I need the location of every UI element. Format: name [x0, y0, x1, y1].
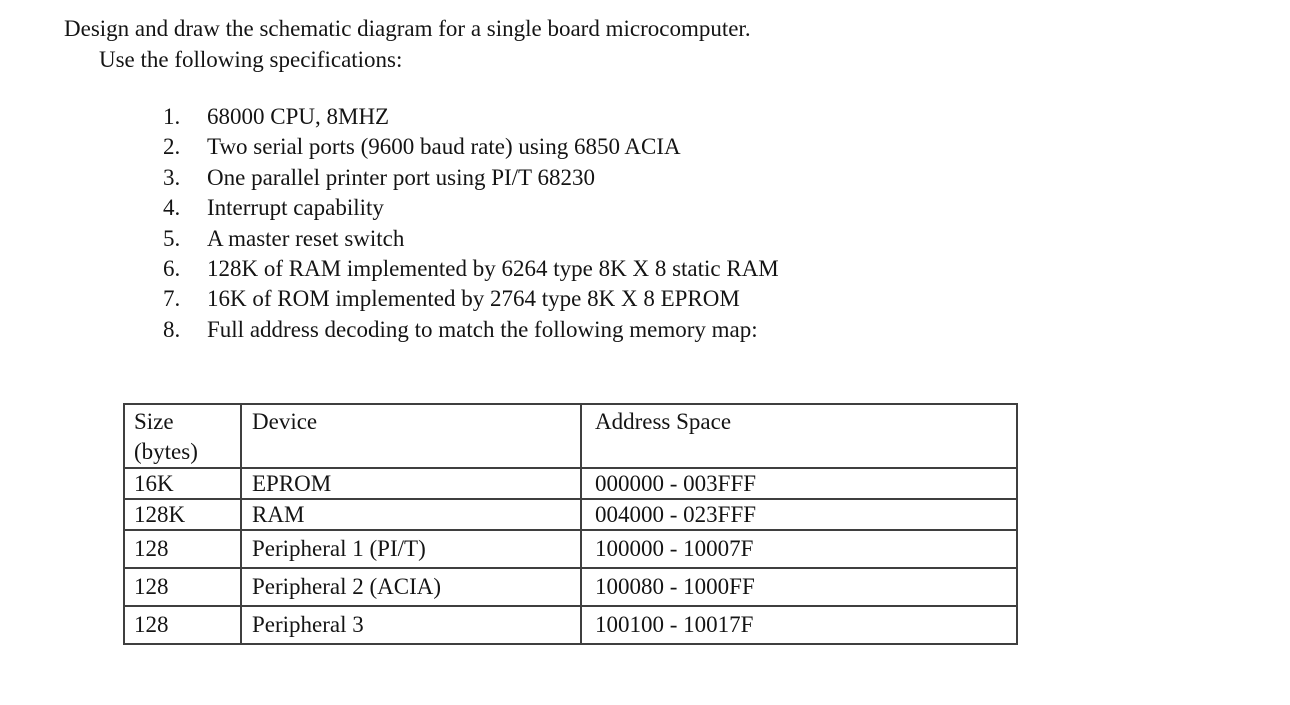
spec-item-8: 8. Full address decoding to match the fo…	[163, 315, 779, 345]
spec-item-number: 8.	[163, 316, 181, 342]
spec-list: 1. 68000 CPU, 8MHZ 2. Two serial ports (…	[163, 102, 779, 345]
cell-size: 128	[123, 529, 242, 569]
spec-item-text: 68000 CPU, 8MHZ	[207, 104, 390, 129]
spec-item-5: 5. A master reset switch	[163, 224, 779, 254]
cell-size: 128	[123, 605, 242, 645]
cell-address: 100100 - 10017F	[580, 605, 1018, 645]
header-address: Address Space	[580, 403, 1018, 469]
table-row: 128 Peripheral 3 100100 - 10017F	[123, 605, 1018, 645]
table-row: 128K RAM 004000 - 023FFF	[123, 498, 1018, 531]
spec-item-text: Interrupt capability	[207, 195, 384, 221]
spec-item-6: 6. 128K of RAM implemented by 6264 type …	[163, 254, 779, 284]
table-header-row: Size (bytes) Device Address Space	[123, 403, 1018, 469]
spec-item-number: 5.	[163, 225, 181, 251]
table-row: 128 Peripheral 2 (ACIA) 100080 - 1000FF	[123, 567, 1018, 607]
spec-item-number: 3.	[163, 164, 181, 190]
table-row: 16K EPROM 000000 - 003FFF	[123, 467, 1018, 500]
cell-address: 004000 - 023FFF	[580, 498, 1018, 531]
question-text-line1: Design and draw the schematic diagram fo…	[64, 16, 751, 41]
spec-item-2: 2. Two serial ports (9600 baud rate) usi…	[163, 132, 779, 162]
spec-item-3: 3. One parallel printer port using PI/T …	[163, 163, 779, 193]
cell-address: 000000 - 003FFF	[580, 467, 1018, 500]
question-text-line2: Use the following specifications:	[99, 47, 403, 72]
spec-item-number: 7.	[163, 286, 181, 312]
header-size: Size (bytes)	[123, 403, 242, 469]
cell-device: Peripheral 2 (ACIA)	[240, 567, 582, 607]
spec-item-number: 2.	[163, 134, 181, 160]
spec-item-number: 1.	[163, 104, 181, 129]
cell-device: EPROM	[240, 467, 582, 500]
cell-device: Peripheral 3	[240, 605, 582, 645]
cell-device: RAM	[240, 498, 582, 531]
spec-item-text: A master reset switch	[207, 225, 405, 251]
memory-map-table: Size (bytes) Device Address Space 16K EP…	[123, 403, 1018, 645]
cell-size: 128	[123, 567, 242, 607]
cell-device: Peripheral 1 (PI/T)	[240, 529, 582, 569]
cell-address: 100000 - 10007F	[580, 529, 1018, 569]
cell-size: 16K	[123, 467, 242, 500]
header-size-line2: (bytes)	[134, 439, 198, 464]
spec-item-number: 6.	[163, 255, 181, 281]
cell-size: 128K	[123, 498, 242, 531]
spec-item-text: One parallel printer port using PI/T 682…	[207, 164, 595, 190]
spec-item-4: 4. Interrupt capability	[163, 193, 779, 223]
spec-item-number: 4.	[163, 195, 181, 221]
table-row: 128 Peripheral 1 (PI/T) 100000 - 10007F	[123, 529, 1018, 569]
cell-address: 100080 - 1000FF	[580, 567, 1018, 607]
spec-item-1: 1. 68000 CPU, 8MHZ	[163, 102, 779, 132]
spec-item-text: Two serial ports (9600 baud rate) using …	[207, 134, 681, 160]
spec-item-text: 128K of RAM implemented by 6264 type 8K …	[207, 255, 779, 281]
spec-item-text: 16K of ROM implemented by 2764 type 8K X…	[207, 286, 740, 312]
spec-item-text: Full address decoding to match the follo…	[207, 316, 758, 342]
spec-item-7: 7. 16K of ROM implemented by 2764 type 8…	[163, 284, 779, 314]
header-device: Device	[240, 403, 582, 469]
header-size-line1: Size	[134, 409, 174, 434]
